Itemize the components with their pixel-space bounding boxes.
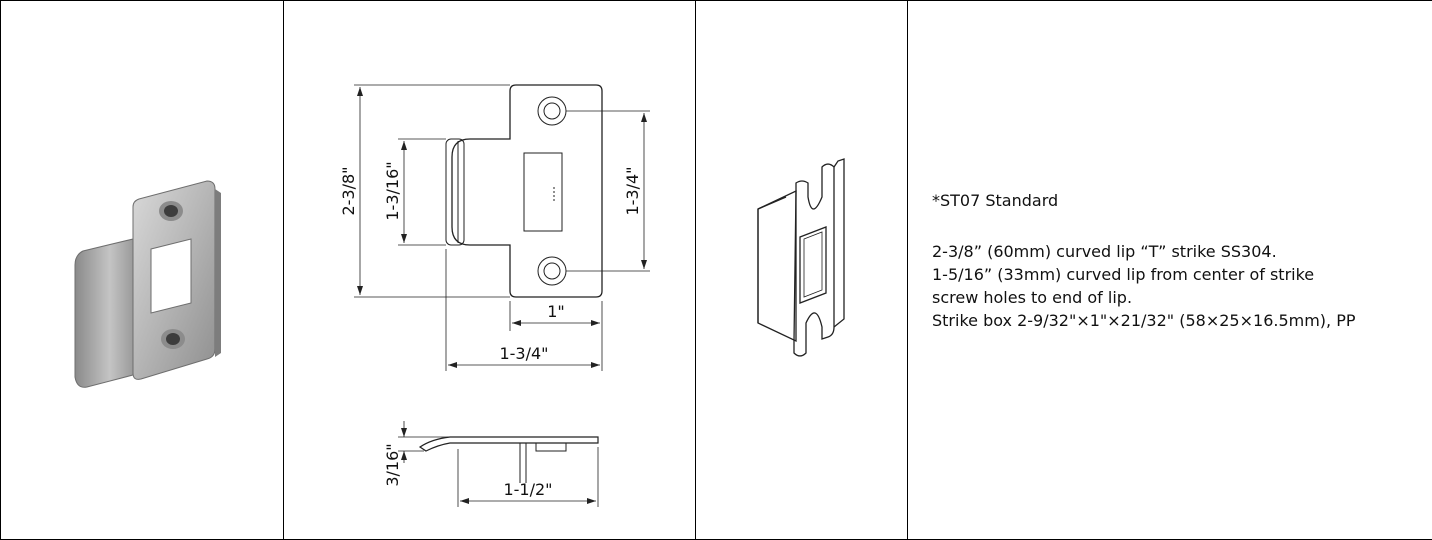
product-photo-cell — [1, 1, 284, 540]
product-description: *ST07 Standard 2-3/8” (60mm) curved lip … — [932, 189, 1427, 332]
dim-overall-width: 1-3/4" — [499, 344, 548, 363]
strike-plate-photo — [1, 1, 283, 539]
technical-drawing: 2-3/8" 1-3/16" 1-3/4" 1" 1-3/4" 3/16" 1-… — [284, 1, 695, 539]
description-line: 1-5/16” (33mm) curved lip from center of… — [932, 263, 1427, 286]
dim-lip-height: 1-3/16" — [383, 161, 402, 220]
description-line: screw holes to end of lip. — [932, 286, 1427, 309]
dim-lip-depth: 3/16" — [383, 443, 402, 486]
description-line: Strike box 2-9/32"×1"×21/32" (58×25×16.5… — [932, 309, 1427, 332]
description-line: 2-3/8” (60mm) curved lip “T” strike SS30… — [932, 240, 1427, 263]
dim-hole-to-edge: 1" — [547, 302, 565, 321]
description-cell: *ST07 Standard 2-3/8” (60mm) curved lip … — [908, 1, 1432, 540]
technical-drawing-cell: 2-3/8" 1-3/16" 1-3/4" 1" 1-3/4" 3/16" 1-… — [284, 1, 696, 540]
dim-hole-spacing: 1-3/4" — [623, 166, 642, 215]
strike-box-drawing-cell — [696, 1, 908, 540]
dim-side-length: 1-1/2" — [503, 480, 552, 499]
strike-box-drawing — [696, 1, 907, 539]
product-title: *ST07 Standard — [932, 189, 1427, 212]
dim-overall-height: 2-3/8" — [339, 166, 358, 215]
